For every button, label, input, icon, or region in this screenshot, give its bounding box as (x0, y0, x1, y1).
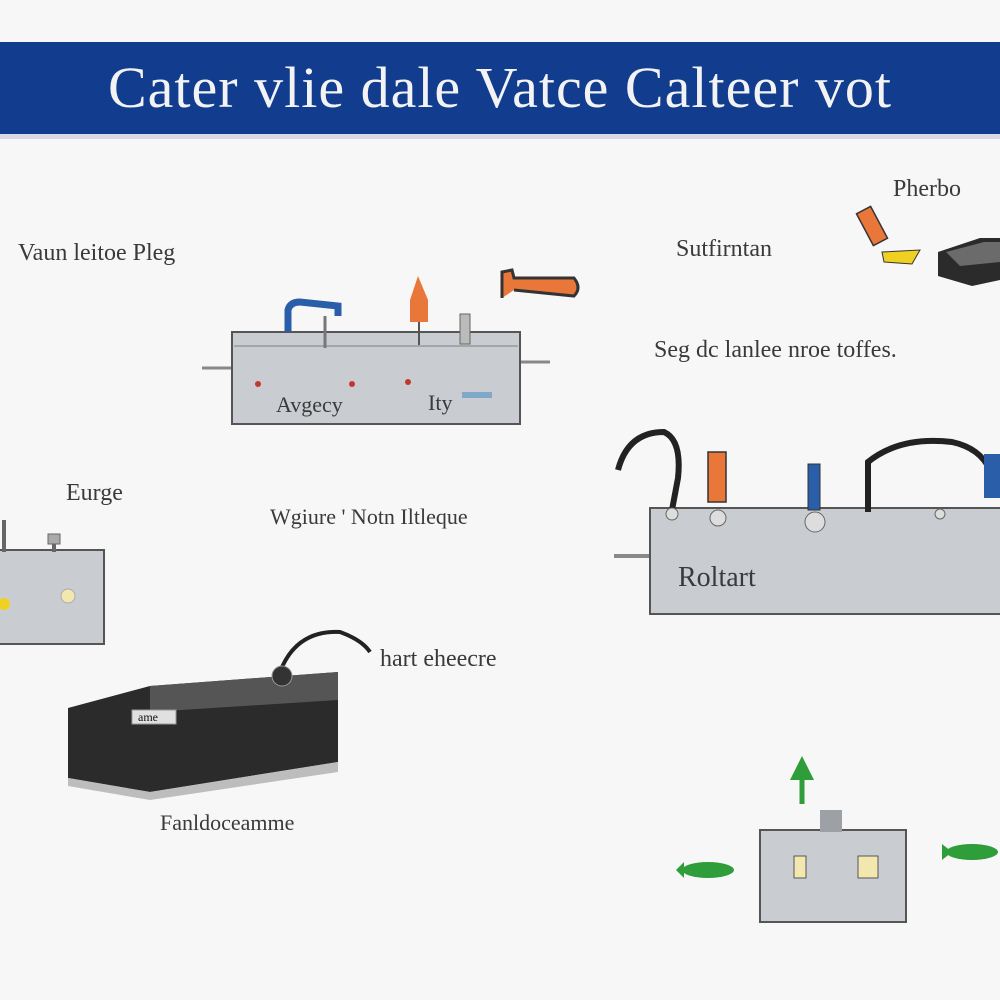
label-hart: hart eheecre (380, 646, 497, 672)
arrow-left-icon (676, 862, 734, 878)
tank-mid-right (614, 428, 1000, 615)
arrow-up-icon (790, 756, 814, 804)
banner-underline (0, 134, 1000, 139)
faucet-icon (284, 298, 342, 332)
arrow-right-icon (942, 844, 998, 860)
label-battery: Fanldoceamme (160, 810, 295, 835)
meter-box-top-right (938, 238, 1000, 286)
label-pherbo: Pherbo (893, 176, 961, 202)
outlet-box (759, 810, 907, 923)
label-vacuum: Vaun leitoe Pleg (18, 240, 176, 266)
page-title: Cater vlie dale Vatce Calteer vot (108, 55, 892, 120)
label-sutfirntan: Sutfirntan (676, 236, 772, 262)
label-start: Roltart (678, 562, 756, 593)
hose-left-icon (615, 428, 682, 511)
tank-top-left (202, 276, 550, 425)
label-wgiure: Wgiure ' Notn Iltleque (270, 504, 468, 529)
label-box-text-1: Avgecy (276, 392, 343, 417)
label-box-text-2: Ity (428, 390, 453, 415)
label-eurge: Eurge (66, 480, 123, 506)
tool-probe-icon (500, 268, 580, 298)
label-battery-badge: ame (138, 710, 158, 724)
label-seg: Seg dc lanlee nroe toffes. (654, 337, 897, 363)
cable-icon (278, 629, 372, 673)
battery-box (68, 629, 372, 800)
hose-right-icon (865, 437, 993, 512)
title-banner (0, 42, 1000, 134)
tank-mid-left (0, 520, 105, 645)
probe-top-right (855, 205, 921, 265)
orange-probe-icon (410, 276, 428, 300)
